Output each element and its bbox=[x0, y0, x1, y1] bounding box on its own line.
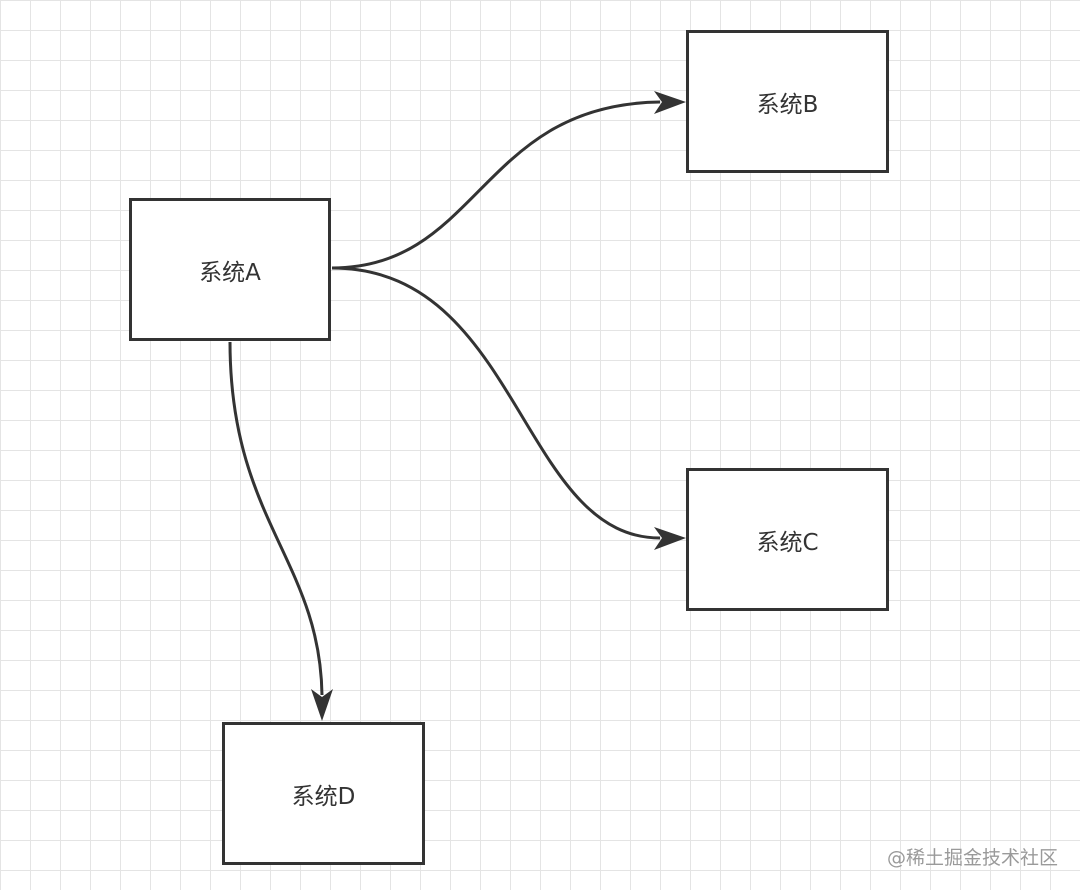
node-system-d[interactable]: 系统D bbox=[222, 722, 425, 865]
edge-a-to-c bbox=[331, 266, 661, 540]
node-system-b[interactable]: 系统B bbox=[686, 30, 889, 173]
edge-a-to-d bbox=[228, 341, 324, 696]
node-label-system-b: 系统B bbox=[756, 91, 819, 118]
node-label-system-c: 系统C bbox=[756, 529, 819, 556]
arrow-a-to-d bbox=[311, 689, 333, 721]
node-label-system-d: 系统D bbox=[291, 783, 356, 810]
node-label-system-a: 系统A bbox=[199, 259, 261, 286]
arrow-a-to-c bbox=[654, 527, 686, 550]
node-system-c[interactable]: 系统C bbox=[686, 468, 889, 611]
node-system-a[interactable]: 系统A bbox=[129, 198, 331, 341]
arrow-a-to-b bbox=[654, 91, 686, 114]
watermark: @稀土掘金技术社区 bbox=[886, 847, 1058, 869]
edge-a-to-b bbox=[331, 100, 661, 270]
